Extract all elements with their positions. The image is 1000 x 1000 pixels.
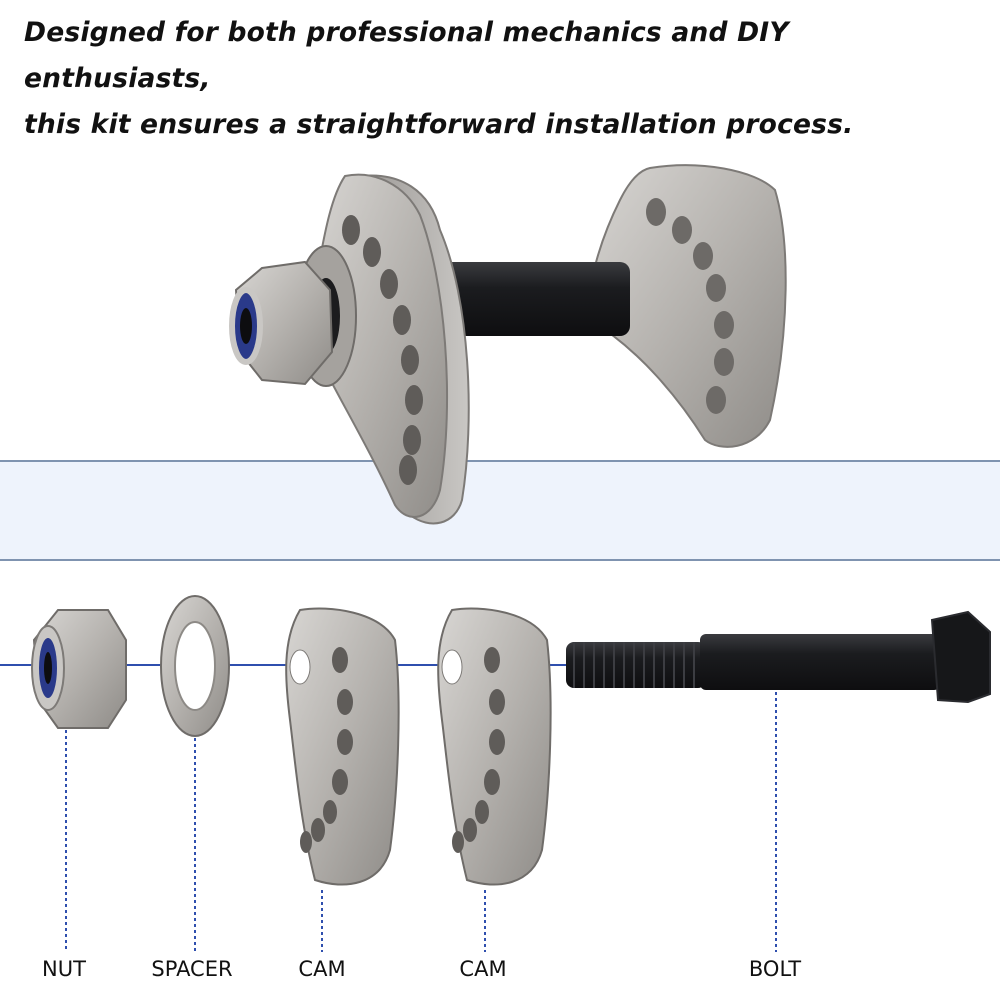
bolt-shank-assembled	[440, 262, 630, 336]
front-cam-holes	[342, 215, 423, 485]
headline: Designed for both professional mechanics…	[24, 10, 984, 148]
cam-part-1	[285, 607, 400, 886]
background-band	[0, 460, 1000, 561]
headline-line-2: this kit ensures a straightforward insta…	[24, 109, 854, 140]
headline-line-1: Designed for both professional mechanics…	[24, 17, 789, 94]
rear-cam-plate	[588, 164, 787, 448]
label-bolt: BOLT	[748, 957, 802, 981]
nut-part	[31, 609, 127, 729]
assembled-kit	[229, 164, 787, 525]
label-spacer: SPACER	[151, 957, 233, 981]
cam-part-2	[437, 607, 552, 886]
bolt-part	[566, 610, 991, 704]
spacer-part	[160, 595, 230, 737]
rear-cam-holes	[646, 198, 734, 414]
label-cam-2: CAM	[459, 957, 507, 981]
label-cam-1: CAM	[298, 957, 346, 981]
leader-lines	[65, 692, 777, 952]
label-nut: NUT	[42, 957, 86, 981]
